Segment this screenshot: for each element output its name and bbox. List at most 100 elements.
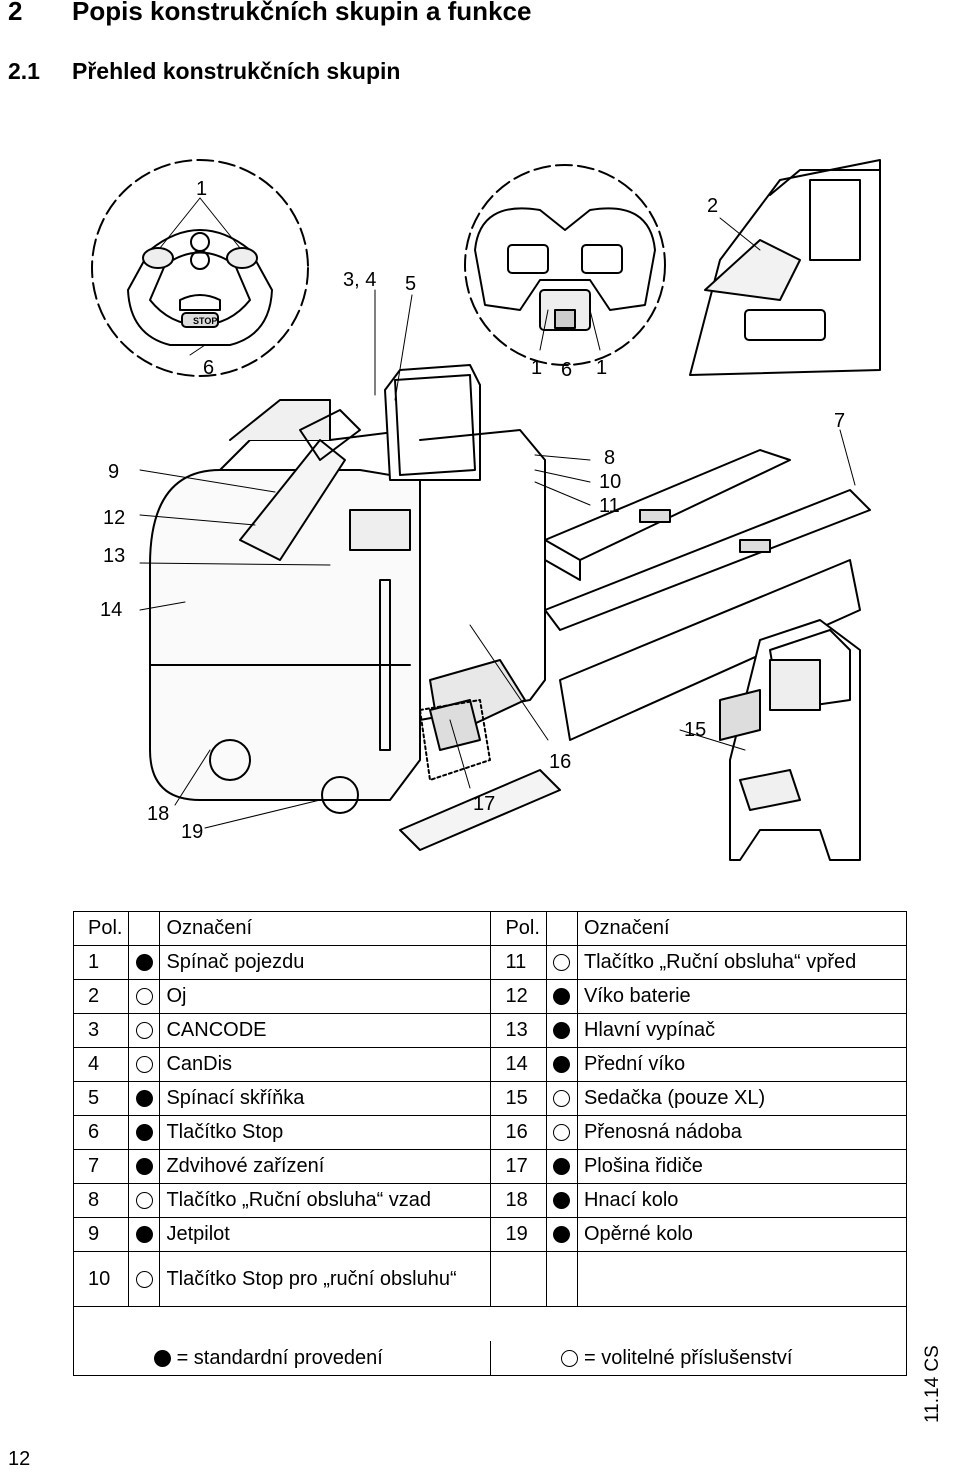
legend-pos: 3 (72, 1013, 130, 1048)
legend-label: Plošina řidiče (576, 1149, 907, 1184)
jetpilot-handle-left (127, 229, 273, 346)
driver-platform (399, 699, 561, 851)
legend-label: Jetpilot (159, 1217, 492, 1252)
callout-17: 17 (473, 793, 495, 815)
truck-body (149, 364, 546, 814)
callout-6a: 6 (203, 357, 214, 379)
legend-label: Tlačítko „Ruční obsluha“ vzad (159, 1183, 492, 1218)
optional-circle-icon (561, 1349, 579, 1367)
legend-key: = standardní provedení = volitelné přísl… (72, 1341, 907, 1376)
col-pos-left: Pol. (72, 911, 130, 946)
optional-circle-icon (553, 1124, 571, 1142)
chapter-heading: 2 Popis konstrukčních skupin a funkce (8, 0, 531, 27)
callout-2: 2 (707, 195, 718, 217)
optional-circle-icon (553, 954, 571, 972)
standard-dot-icon (135, 1090, 153, 1108)
standard-dot-icon (135, 954, 153, 972)
legend-label: Tlačítko „Ruční obsluha“ vpřed (576, 945, 907, 980)
legend-pos (490, 1251, 547, 1307)
callout-19: 19 (181, 821, 203, 843)
legend-label: Spínač pojezdu (159, 945, 492, 980)
legend-pos: 13 (490, 1013, 547, 1048)
section-heading: 2.1 Přehled konstrukčních skupin (8, 58, 400, 85)
standard-dot-icon (553, 988, 571, 1006)
chapter-number: 2 (8, 0, 23, 26)
standard-dot-icon (553, 1022, 571, 1040)
standard-dot-icon (553, 1056, 571, 1074)
col-label-right: Označení (576, 911, 907, 946)
handle-detail-right (474, 207, 656, 331)
legend-label: Sedačka (pouze XL) (576, 1081, 907, 1116)
section-title: Přehled konstrukčních skupin (72, 58, 401, 84)
standard-dot-icon (135, 1158, 153, 1176)
callout-18: 18 (147, 803, 169, 825)
legend-pos: 15 (490, 1081, 547, 1116)
callout-14: 14 (100, 599, 122, 621)
legend-pos: 18 (490, 1183, 547, 1218)
legend-pos: 7 (72, 1149, 130, 1184)
legend-pos: 10 (72, 1251, 130, 1307)
legend-header: Pol. Označení Pol. Označení (72, 911, 907, 946)
standard-dot-icon (553, 1158, 571, 1176)
legend-table: Pol. Označení Pol. Označení 1 Spínač poje… (72, 911, 907, 1376)
legend-pos: 19 (490, 1217, 547, 1252)
callout-11: 11 (599, 495, 620, 517)
legend-label: Spínací skříňka (159, 1081, 492, 1116)
seat-detail-lowright (719, 619, 861, 861)
key-optional: = volitelné příslušenství (584, 1346, 793, 1369)
legend-pos: 16 (490, 1115, 547, 1150)
col-pos-right: Pol. (490, 911, 547, 946)
legend-label: Hlavní vypínač (576, 1013, 907, 1048)
standard-dot-icon (154, 1349, 171, 1367)
legend-pos: 14 (490, 1047, 547, 1082)
legend-label: Zdvihové zařízení (159, 1149, 492, 1184)
legend-label: Tlačítko Stop (159, 1115, 492, 1150)
legend-label: Víko baterie (576, 979, 907, 1014)
truck-illustration: STOP (91, 159, 881, 861)
legend-pos: 2 (72, 979, 130, 1014)
legend-pos: 11 (490, 945, 547, 980)
optional-circle-icon (135, 1056, 153, 1074)
optional-circle-icon (135, 1270, 153, 1288)
legend-label: CANCODE (159, 1013, 492, 1048)
legend-pos: 8 (72, 1183, 130, 1218)
section-number: 2.1 (8, 58, 40, 84)
legend-pos: 6 (72, 1115, 130, 1150)
optional-circle-icon (553, 1090, 571, 1108)
standard-dot-icon (553, 1192, 571, 1210)
optional-circle-icon (135, 1192, 153, 1210)
optional-circle-icon (135, 1022, 153, 1040)
legend-pos: 4 (72, 1047, 130, 1082)
standard-dot-icon (553, 1226, 571, 1244)
callout-1c: 1 (596, 357, 607, 379)
legend-pos: 1 (72, 945, 130, 980)
stop-label: STOP (193, 316, 217, 326)
callout-9: 9 (108, 461, 119, 483)
legend-pos: 9 (72, 1217, 130, 1252)
legend-label: Opěrné kolo (576, 1217, 907, 1252)
callout-6b: 6 (561, 359, 572, 381)
col-label-left: Označení (159, 911, 492, 946)
legend-label: Oj (159, 979, 492, 1014)
callout-13: 13 (103, 545, 125, 567)
chapter-title: Popis konstrukčních skupin a funkce (72, 0, 532, 26)
legend-label: Přední víko (576, 1047, 907, 1082)
optional-circle-icon (135, 988, 153, 1006)
standard-dot-icon (135, 1124, 153, 1142)
forks (544, 449, 871, 741)
callout-leaders (139, 197, 856, 829)
callout-3-4: 3, 4 (343, 269, 376, 291)
callout-10: 10 (599, 471, 621, 493)
callout-12: 12 (103, 507, 125, 529)
cab-detail-topright (689, 159, 881, 376)
detail-circle-right (464, 164, 666, 366)
key-standard: = standardní provedení (176, 1346, 383, 1369)
